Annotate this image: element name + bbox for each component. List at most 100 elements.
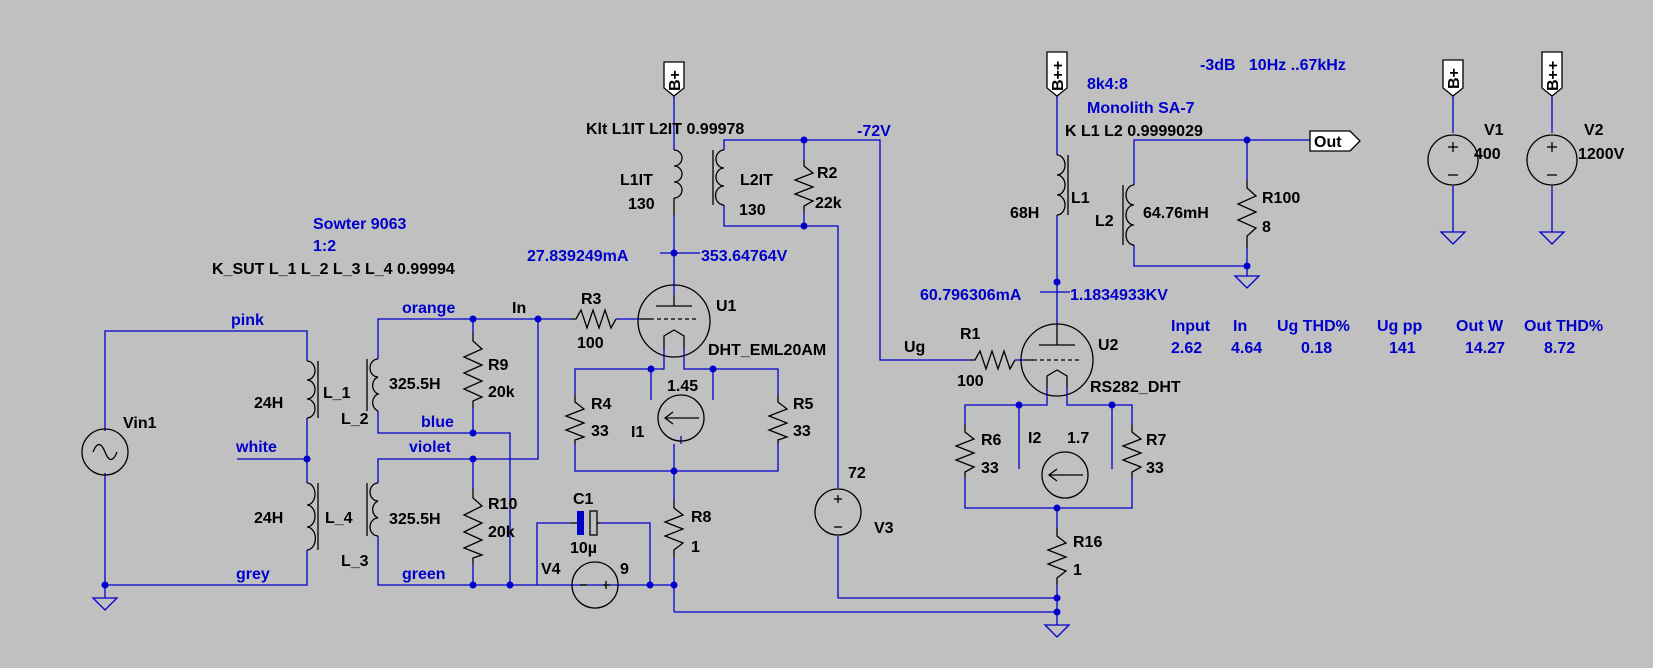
- inductor-l1-icon: [1056, 154, 1069, 216]
- i2-label: I2: [1028, 430, 1041, 447]
- ground-r100-icon: [1233, 275, 1261, 289]
- inductor-l2it-icon: [712, 149, 725, 206]
- net-violet-label: violet: [409, 439, 451, 456]
- r4-label: R4: [591, 396, 612, 413]
- resistor-r9-icon: [462, 333, 484, 408]
- r6-value: 33: [981, 460, 999, 477]
- u1-label: U1: [716, 298, 737, 315]
- u2-current-label: 60.796306mA: [920, 287, 1022, 304]
- l-4-value: 24H: [254, 510, 283, 527]
- r7-label: R7: [1146, 432, 1167, 449]
- v3-value: 72: [848, 465, 866, 482]
- r16-value: 1: [1073, 562, 1082, 579]
- r10-label: R10: [488, 496, 517, 513]
- r7-value: 33: [1146, 460, 1164, 477]
- ground-v2-icon: [1538, 231, 1566, 245]
- net-in-label: In: [512, 300, 526, 317]
- r100-value: 8: [1262, 219, 1271, 236]
- i1-current-source-icon: [657, 394, 705, 442]
- k-out-label: K L1 L2 0.9999029: [1065, 123, 1203, 140]
- l1-label: L1: [1071, 190, 1090, 207]
- r8-label: R8: [691, 509, 712, 526]
- v1-label: V1: [1484, 122, 1504, 139]
- measurement-header: Ug pp: [1377, 318, 1423, 335]
- r4-value: 33: [591, 423, 609, 440]
- out-port-label: Out: [1314, 134, 1342, 151]
- l-3-label: L_3: [341, 553, 369, 570]
- v4-value: 9: [620, 561, 629, 578]
- measurement-value: 14.27: [1465, 340, 1505, 357]
- v2-label: V2: [1584, 122, 1604, 139]
- r16-label: R16: [1073, 534, 1102, 551]
- bplusplus-flag-v2-icon: B++: [1541, 51, 1563, 97]
- r3-label: R3: [581, 291, 602, 308]
- k-it-label: Klt L1IT L2IT 0.99978: [586, 121, 744, 138]
- r1-label: R1: [960, 326, 981, 343]
- k-sut-label: K_SUT L_1 L_2 L_3 L_4 0.99994: [212, 261, 455, 278]
- net-orange-label: orange: [402, 300, 455, 317]
- r5-value: 33: [793, 423, 811, 440]
- l-2-value: 325.5H: [389, 376, 441, 393]
- r2-value: 22k: [815, 195, 842, 212]
- i2-value: 1.7: [1067, 430, 1089, 447]
- r3-value: 100: [577, 335, 604, 352]
- out-port-icon: Out: [1309, 130, 1361, 152]
- l-3-value: 325.5H: [389, 511, 441, 528]
- u1-current-label: 27.839249mA: [527, 248, 629, 265]
- c1-label: C1: [573, 491, 594, 508]
- u2-voltage-label: 1.1834933KV: [1070, 287, 1168, 304]
- inductor-l1it-icon: [673, 149, 683, 215]
- capacitor-c1-icon: [570, 510, 600, 536]
- r8-value: 1: [691, 539, 700, 556]
- l-1-label: L_1: [323, 385, 351, 402]
- bplusplus-flag-out-label: B++: [1050, 61, 1067, 91]
- inductor-l-4-icon: [306, 482, 319, 551]
- net-green-label: green: [402, 566, 446, 583]
- net-blue-label: blue: [421, 414, 454, 431]
- l-4-label: L_4: [325, 510, 353, 527]
- l1it-value: 130: [628, 196, 655, 213]
- resistor-r6-icon: [954, 425, 976, 478]
- resistor-r16-icon: [1046, 528, 1068, 585]
- i1-label: I1: [631, 424, 644, 441]
- resistor-r4-icon: [564, 395, 586, 444]
- resistor-r8-icon: [663, 500, 685, 558]
- l1it-label: L1IT: [620, 172, 653, 189]
- resistor-r100-icon: [1236, 180, 1258, 248]
- ground-main-icon: [1043, 624, 1071, 638]
- u1-voltage-label: 353.64764V: [701, 248, 788, 265]
- bplusplus-flag-out-icon: B++: [1046, 51, 1068, 97]
- measurement-value: 8.72: [1544, 340, 1575, 357]
- u1-model-label: DHT_EML20AM: [708, 342, 826, 359]
- bandwidth-label: -3dB 10Hz ..67kHz: [1200, 57, 1346, 74]
- measurement-value: 0.18: [1301, 340, 1332, 357]
- resistor-r10-icon: [462, 489, 484, 564]
- net-pink-label: pink: [231, 312, 264, 329]
- r10-value: 20k: [488, 524, 515, 541]
- ground-v1-icon: [1439, 231, 1467, 245]
- r6-label: R6: [981, 432, 1002, 449]
- v3-voltage-source-icon: [814, 488, 862, 536]
- v2-voltage-source-icon: [1526, 134, 1578, 186]
- sowter-ratio-label: 1:2: [313, 238, 336, 255]
- ground-vin1-icon: [91, 585, 119, 611]
- l1-value: 68H: [1010, 205, 1039, 222]
- measurement-header: Out W: [1456, 318, 1504, 335]
- measurement-value: 2.62: [1171, 340, 1202, 357]
- l-1-value: 24H: [254, 395, 283, 412]
- bplus-flag-v1-icon: B+: [1442, 59, 1464, 97]
- v3-label: V3: [874, 520, 894, 537]
- r100-label: R100: [1262, 190, 1300, 207]
- l2it-label: L2IT: [740, 172, 773, 189]
- out-model-label: Monolith SA-7: [1087, 100, 1195, 117]
- l-2-label: L_2: [341, 411, 369, 428]
- r1-value: 100: [957, 373, 984, 390]
- i1-value: 1.45: [667, 378, 698, 395]
- inductor-l-2-icon: [366, 358, 380, 412]
- measurement-header: Input: [1171, 318, 1211, 335]
- v1-value: 400: [1474, 146, 1501, 163]
- r9-value: 20k: [488, 384, 515, 401]
- v4-battery-source-icon: [571, 561, 619, 609]
- resistor-r3-icon: [571, 307, 617, 331]
